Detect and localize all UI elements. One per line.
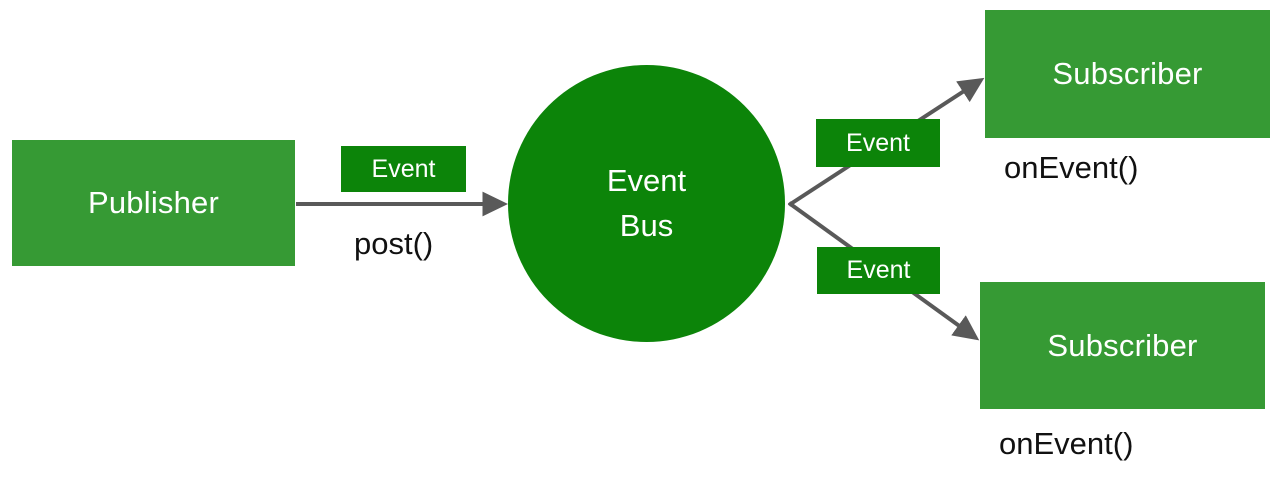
edge-tag-bus-to-subscriber-top: Event <box>816 119 940 167</box>
edge-tag-publisher-to-bus: Event <box>341 146 466 192</box>
edge-tag-bus-to-subscriber-bottom-label: Event <box>846 256 911 284</box>
node-subscriber-top[interactable]: Subscriber <box>985 10 1270 138</box>
edge-tag-bus-to-subscriber-top-label: Event <box>846 128 910 157</box>
node-event-bus-label-line1: Event <box>606 163 687 199</box>
node-event-bus[interactable]: Event Bus <box>508 65 785 342</box>
method-label-on-event-top: onEvent() <box>1004 150 1139 185</box>
node-subscriber-bottom-label: Subscriber <box>1047 327 1198 363</box>
method-label-on-event-bottom: onEvent() <box>999 426 1134 461</box>
node-publisher-label: Publisher <box>87 185 220 220</box>
method-label-post: post() <box>354 226 434 261</box>
edge-tag-bus-to-subscriber-bottom: Event <box>817 247 940 294</box>
node-subscriber-top-label: Subscriber <box>1052 56 1203 91</box>
node-publisher[interactable]: Publisher <box>12 140 295 266</box>
edge-tag-publisher-to-bus-label: Event <box>371 154 436 183</box>
node-event-bus-label-line2: Bus <box>619 207 674 243</box>
node-subscriber-bottom[interactable]: Subscriber <box>980 282 1265 409</box>
